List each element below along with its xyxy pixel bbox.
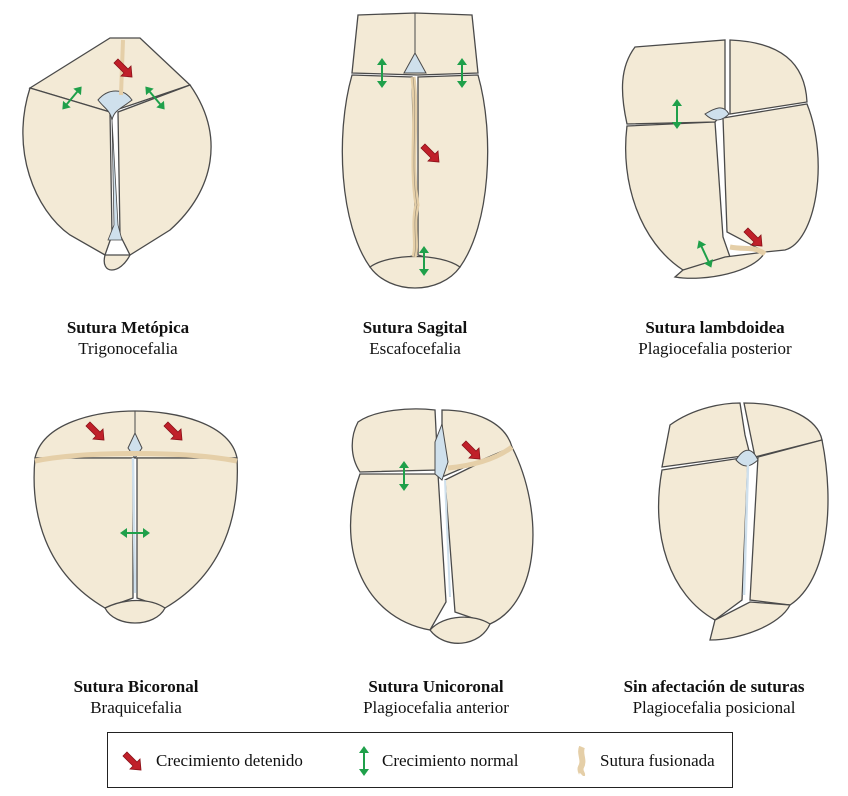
panel-subtitle: Plagiocefalia anterior bbox=[306, 697, 566, 718]
legend-label: Sutura fusionada bbox=[600, 751, 715, 771]
panel-subtitle: Plagiocefalia posicional bbox=[584, 697, 844, 718]
green-double-arrow-icon bbox=[356, 746, 372, 776]
skull-unicoronal-diagram bbox=[330, 402, 560, 657]
fused-suture-icon bbox=[574, 746, 590, 776]
caption-unicoronal: Sutura Unicoronal Plagiocefalia anterior bbox=[306, 676, 566, 718]
skull-metopic-diagram bbox=[0, 30, 250, 280]
caption-lambdoid: Sutura lambdoidea Plagiocefalia posterio… bbox=[585, 317, 845, 359]
panel-title: Sutura Unicoronal bbox=[306, 676, 566, 697]
panel-subtitle: Plagiocefalia posterior bbox=[585, 338, 845, 359]
skull-positional-diagram bbox=[640, 395, 840, 655]
legend-item-arrested-growth: Crecimiento detenido bbox=[122, 747, 303, 775]
panel-subtitle: Braquicefalia bbox=[6, 697, 266, 718]
panel-title: Sutura Metópica bbox=[0, 317, 258, 338]
legend-item-normal-growth: Crecimiento normal bbox=[356, 747, 518, 775]
panel-title: Sutura Bicoronal bbox=[6, 676, 266, 697]
legend-label: Crecimiento normal bbox=[382, 751, 518, 771]
red-arrow-icon bbox=[122, 749, 146, 773]
legend-item-fused-suture: Sutura fusionada bbox=[574, 747, 715, 775]
panel-title: Sin afectación de suturas bbox=[584, 676, 844, 697]
panel-title: Sutura Sagital bbox=[285, 317, 545, 338]
skull-sagittal-diagram bbox=[300, 5, 530, 300]
panel-title: Sutura lambdoidea bbox=[585, 317, 845, 338]
caption-positional: Sin afectación de suturas Plagiocefalia … bbox=[584, 676, 844, 718]
legend: Crecimiento detenido Crecimiento normal … bbox=[107, 732, 733, 788]
panel-subtitle: Trigonocefalia bbox=[0, 338, 258, 359]
legend-label: Crecimiento detenido bbox=[156, 751, 303, 771]
skull-lambdoid-diagram bbox=[605, 32, 835, 292]
caption-bicoronal: Sutura Bicoronal Braquicefalia bbox=[6, 676, 266, 718]
caption-sagittal: Sutura Sagital Escafocefalia bbox=[285, 317, 545, 359]
caption-metopic: Sutura Metópica Trigonocefalia bbox=[0, 317, 258, 359]
skull-bicoronal-diagram bbox=[25, 403, 255, 648]
panel-subtitle: Escafocefalia bbox=[285, 338, 545, 359]
